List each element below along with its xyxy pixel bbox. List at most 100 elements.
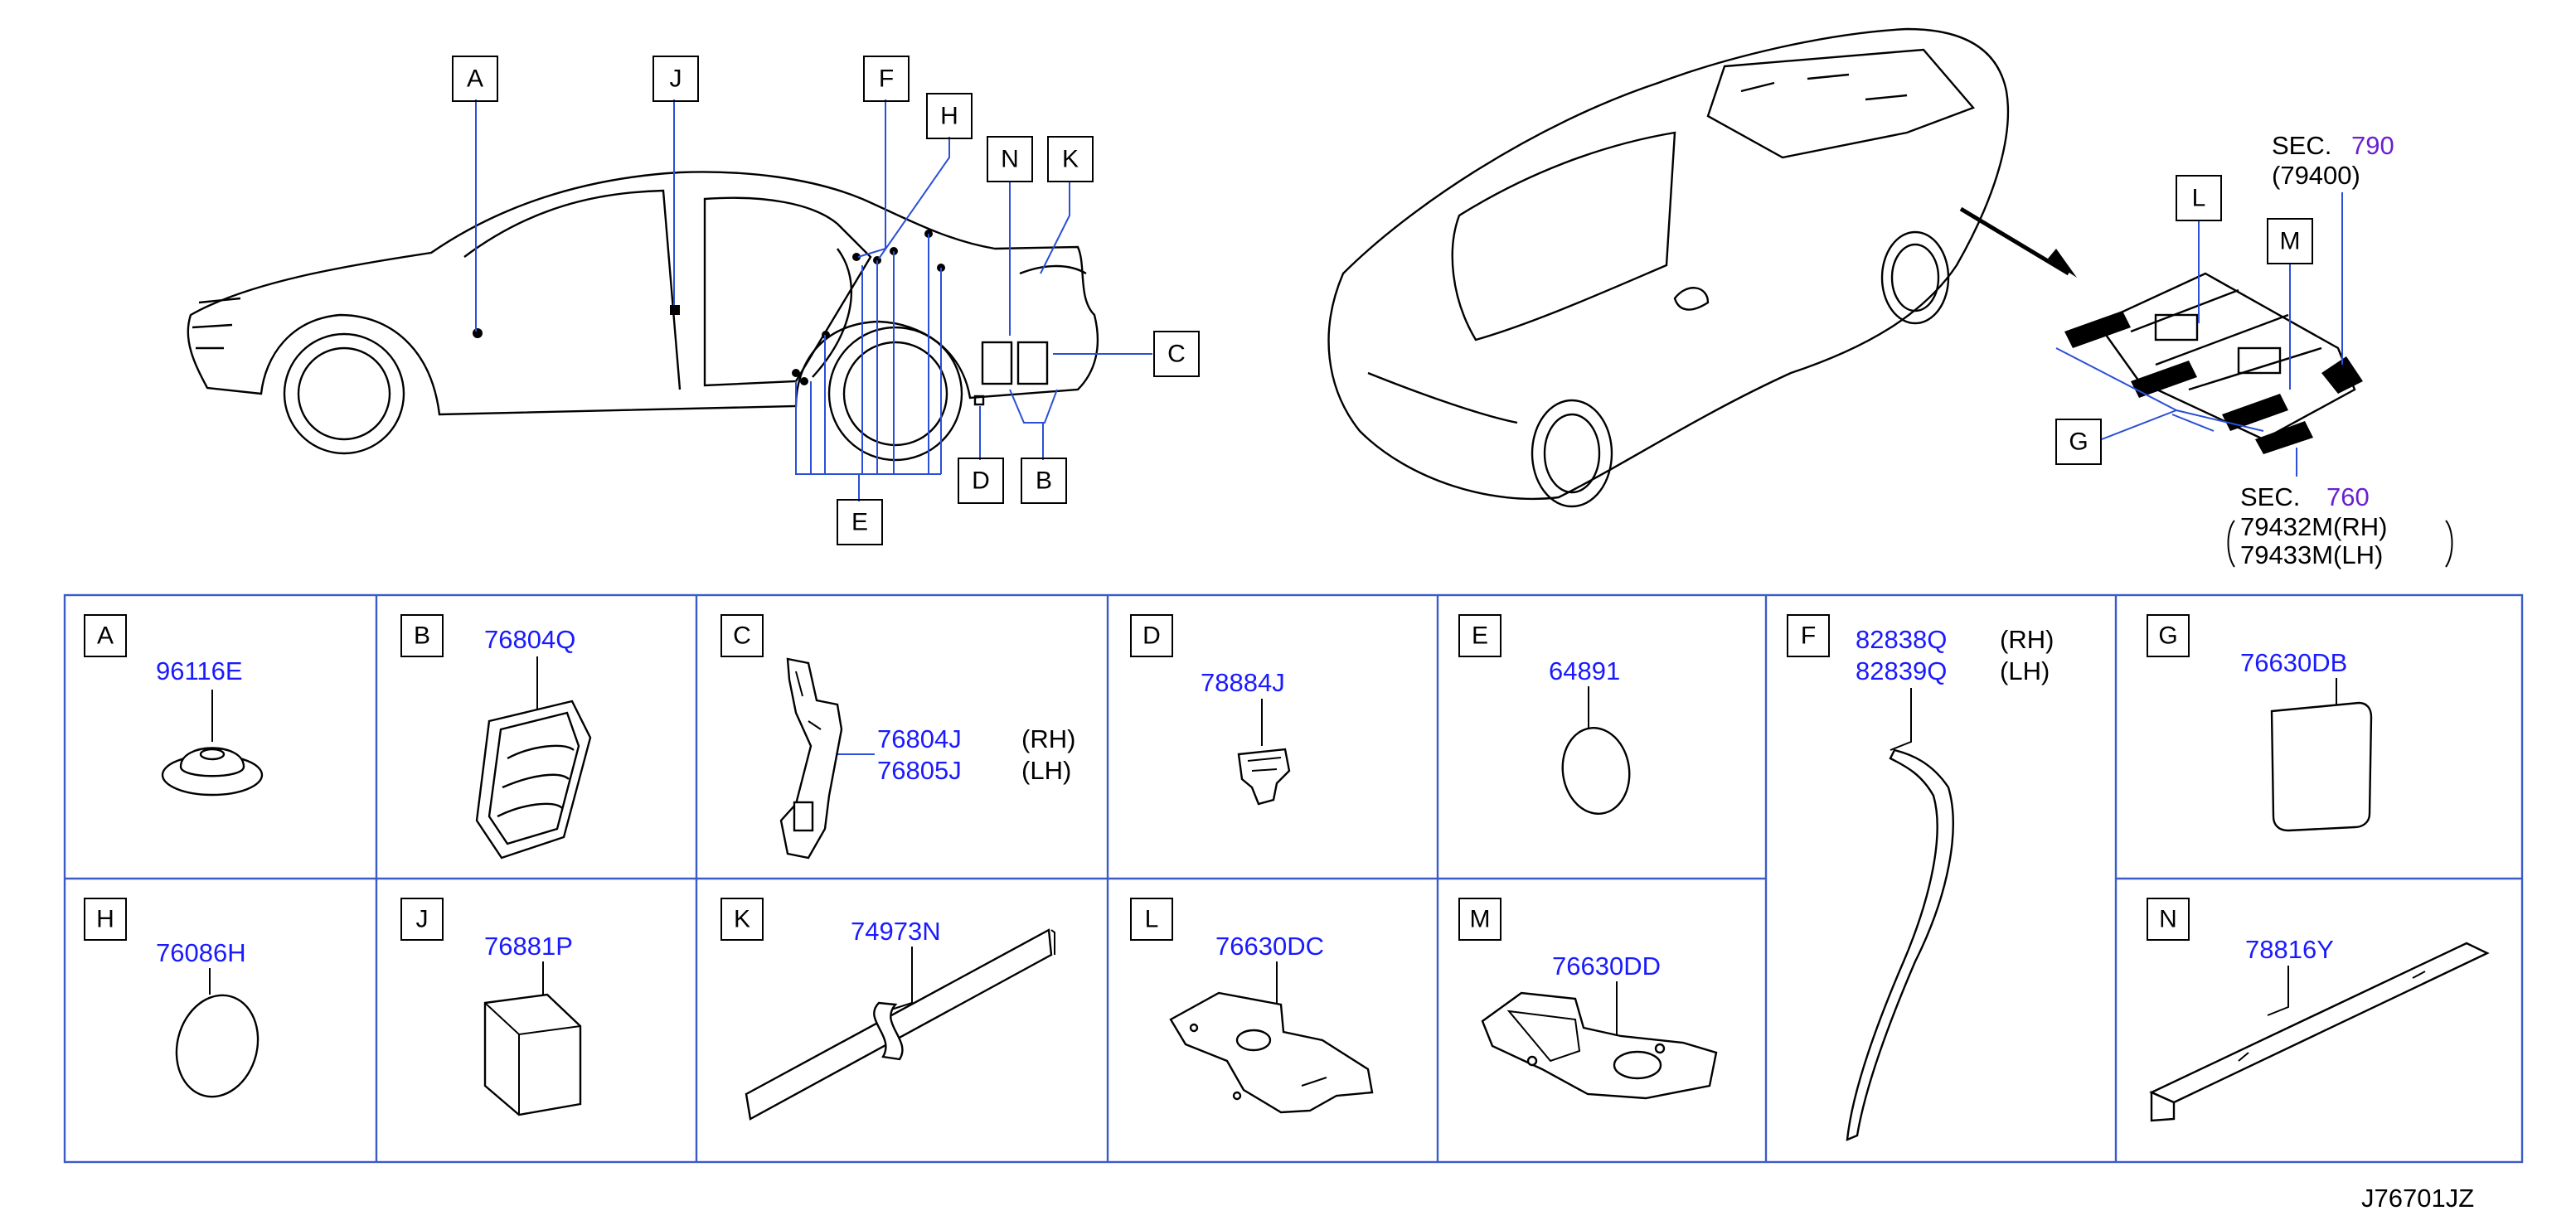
part-number-c-rh[interactable]: 76804J xyxy=(877,724,962,753)
part-numbers: 96116E 76804Q 76804J (RH) 76805J (LH) 78… xyxy=(156,625,2347,981)
parts-grid xyxy=(63,593,2524,1164)
callout-point-a xyxy=(473,328,483,338)
callout-n[interactable]: N xyxy=(987,136,1033,182)
part-h-round-pad[interactable] xyxy=(166,968,269,1106)
svg-text:D: D xyxy=(972,467,990,495)
part-number-k[interactable]: 74973N xyxy=(851,917,941,946)
diagram-id: J76701JZ xyxy=(2361,1184,2474,1213)
callout-b[interactable]: B xyxy=(1021,458,1067,504)
part-n-foam-strip[interactable] xyxy=(2149,942,2490,1122)
svg-text:M: M xyxy=(2280,228,2301,255)
svg-text:790: 790 xyxy=(2351,131,2394,160)
svg-text:N: N xyxy=(1001,146,1019,173)
callout-f[interactable]: F xyxy=(863,56,910,102)
callout-j[interactable]: J xyxy=(652,56,699,102)
car-side-view xyxy=(187,171,1099,462)
svg-text:G: G xyxy=(2158,622,2177,650)
callout-e[interactable]: E xyxy=(837,499,883,545)
cell-letter-k: K xyxy=(720,898,764,941)
part-number-l[interactable]: 76630DC xyxy=(1215,932,1324,961)
trunk-detail xyxy=(2064,272,2363,454)
part-number-f-rh[interactable]: 82838Q xyxy=(1856,625,1947,654)
cell-letter-n: N xyxy=(2147,898,2190,941)
callout-point-d xyxy=(973,395,985,406)
svg-text:SEC.: SEC. xyxy=(2240,482,2300,511)
part-l-bracket-plate[interactable] xyxy=(1169,961,1374,1114)
svg-text:C: C xyxy=(1167,341,1186,368)
cell-letter-b: B xyxy=(400,614,444,657)
callout-point-j xyxy=(670,305,680,315)
part-drawings xyxy=(161,656,2490,1141)
cell-letter-j: J xyxy=(400,898,444,941)
callout-h[interactable]: H xyxy=(926,93,973,139)
cell-letter-c: C xyxy=(720,614,764,657)
svg-text:N: N xyxy=(2159,906,2177,933)
part-number-h[interactable]: 76086H xyxy=(156,938,246,967)
part-number-b[interactable]: 76804Q xyxy=(484,625,575,654)
callout-g[interactable]: G xyxy=(2055,419,2102,465)
part-number-m[interactable]: 76630DD xyxy=(1552,952,1661,981)
part-j-block[interactable] xyxy=(483,961,582,1116)
svg-text:M: M xyxy=(1470,906,1491,933)
sec-790-reference[interactable]: SEC. 790 (79400) xyxy=(2272,131,2394,190)
cell-letters: A B C D E F G H J K L M N xyxy=(84,614,2190,941)
sec-760-reference[interactable]: SEC. 760 79432M(RH) 79433M(LH) xyxy=(2227,482,2453,569)
svg-text:D: D xyxy=(1142,622,1161,650)
svg-text:B: B xyxy=(414,622,430,650)
svg-text:79433M(LH): 79433M(LH) xyxy=(2240,540,2383,569)
part-b-ventilator[interactable] xyxy=(475,656,592,860)
cell-letter-g: G xyxy=(2147,614,2190,657)
callout-l[interactable]: L xyxy=(2176,175,2222,221)
svg-text:79432M(RH): 79432M(RH) xyxy=(2240,512,2387,541)
part-m-bracket-plate[interactable] xyxy=(1481,981,1718,1100)
cell-letter-l: L xyxy=(1130,898,1173,941)
svg-text:J: J xyxy=(416,906,429,933)
svg-text:E: E xyxy=(851,509,868,536)
cell-letter-h: H xyxy=(84,898,127,941)
side-f-rh: (RH) xyxy=(2000,625,2054,654)
part-number-g[interactable]: 76630DB xyxy=(2240,648,2347,677)
svg-text:(79400): (79400) xyxy=(2272,161,2360,190)
overview-callouts: A J F H N K C D B E xyxy=(452,56,1200,545)
leader-lines xyxy=(475,99,1152,501)
part-number-a[interactable]: 96116E xyxy=(156,656,243,685)
part-d-clip[interactable] xyxy=(1237,699,1291,806)
svg-text:F: F xyxy=(1801,622,1816,650)
part-number-n[interactable]: 78816Y xyxy=(2245,935,2334,964)
part-a-grommet[interactable] xyxy=(161,690,264,797)
part-e-round-pad[interactable] xyxy=(1557,686,1635,818)
cell-letter-e: E xyxy=(1458,614,1501,657)
part-number-f-lh[interactable]: 82839Q xyxy=(1856,656,1947,685)
detail-callouts: L M G xyxy=(2055,175,2313,465)
cell-letter-m: M xyxy=(1458,898,1501,941)
side-c-lh: (LH) xyxy=(1021,756,1071,785)
part-f-weatherstrip[interactable] xyxy=(1846,688,1954,1141)
callout-d[interactable]: D xyxy=(958,458,1004,504)
svg-text:L: L xyxy=(2192,185,2206,212)
part-number-e[interactable]: 64891 xyxy=(1549,656,1620,685)
callout-k[interactable]: K xyxy=(1047,136,1094,182)
cell-letter-d: D xyxy=(1130,614,1173,657)
svg-text:H: H xyxy=(940,103,958,130)
svg-text:760: 760 xyxy=(2326,482,2370,511)
cell-letter-a: A xyxy=(84,614,127,657)
svg-text:C: C xyxy=(733,622,751,650)
svg-text:SEC.: SEC. xyxy=(2272,131,2331,160)
callout-point-e-5 xyxy=(800,377,808,385)
part-k-strip[interactable] xyxy=(745,928,1055,1121)
svg-text:K: K xyxy=(734,906,750,933)
svg-text:H: H xyxy=(96,906,114,933)
callout-m[interactable]: M xyxy=(2267,218,2313,264)
svg-text:J: J xyxy=(670,65,682,93)
side-c-rh: (RH) xyxy=(1021,724,1075,753)
svg-text:B: B xyxy=(1036,467,1052,495)
part-number-j[interactable]: 76881P xyxy=(484,932,573,961)
part-number-d[interactable]: 78884J xyxy=(1201,668,1285,697)
part-g-pad[interactable] xyxy=(2270,678,2373,832)
callout-c[interactable]: C xyxy=(1153,331,1200,377)
callout-a[interactable]: A xyxy=(452,56,498,102)
part-number-c-lh[interactable]: 76805J xyxy=(877,756,962,785)
svg-text:K: K xyxy=(1062,146,1079,173)
part-c-bracket[interactable] xyxy=(779,657,875,860)
